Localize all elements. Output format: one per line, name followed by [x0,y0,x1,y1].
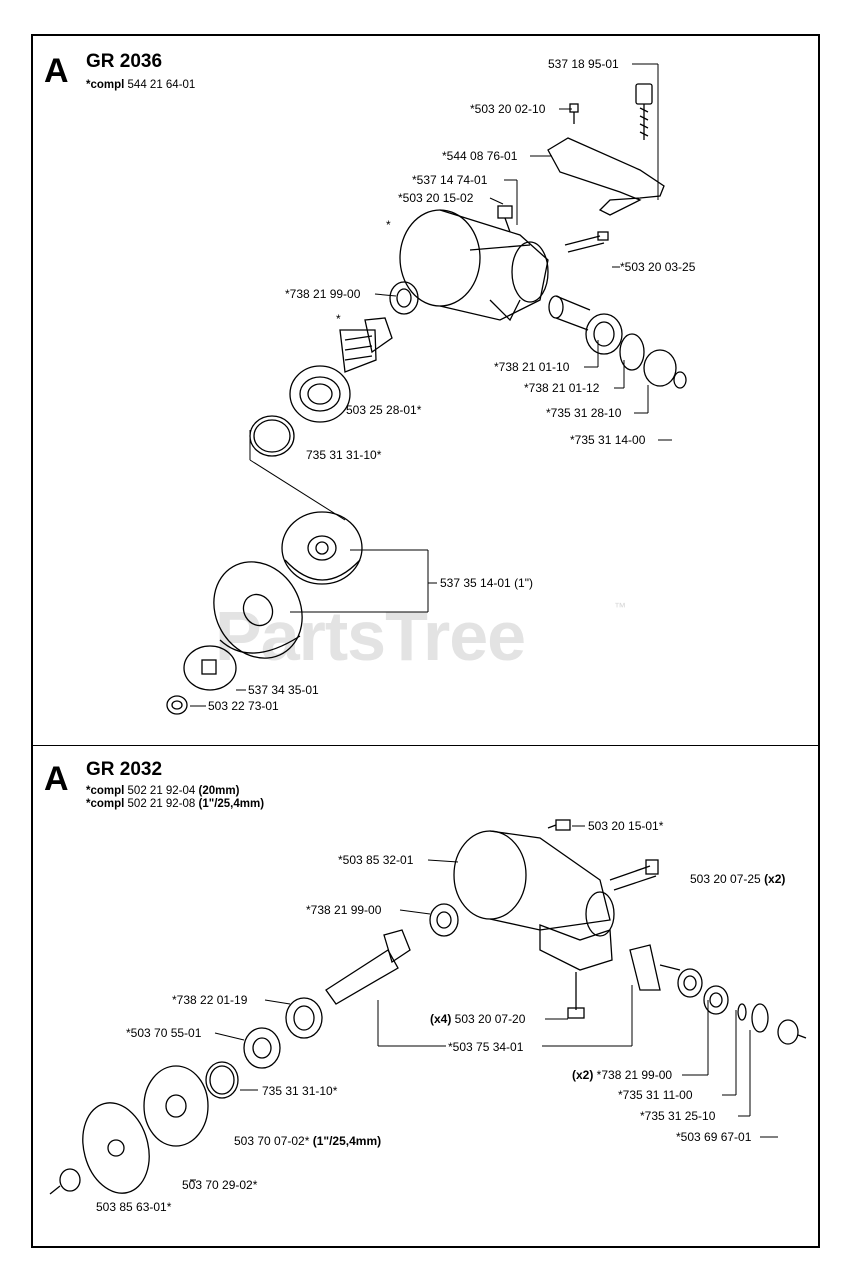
leader-lines-b [214,825,778,1138]
section-b-compl-2: *compl 502 21 92-08 (1"/25,4mm) [86,797,264,811]
part-label: 503 22 73-01 [208,699,279,713]
part-number: 503 20 07-20 [451,1012,526,1026]
compl-size: (20mm) [198,785,240,797]
nut-503-22-73 [166,695,188,715]
part-label: *738 21 01-12 [524,381,600,395]
part-label: *738 21 01-10 [494,360,570,374]
part-label: (x4) 503 20 07-20 [430,1012,525,1026]
compl-prefix: *compl [86,785,125,797]
compl-prefix: *compl [86,798,125,810]
ring-735-31-31-b [205,1061,239,1099]
gear-housing-a [399,209,549,322]
part-label: 503 20 07-25 (x2) [690,872,785,886]
bolt-537-18-95 [635,83,653,140]
part-label: *735 31 11-00 [618,1088,693,1102]
bearing-738-21-99-b2 [677,968,703,998]
watermark: PartsTree [215,597,526,675]
compl-number: 502 21 92-08 [124,798,199,810]
part-label: 537 18 95-01 [548,57,619,71]
part-size: (1"/25,4mm) [312,1134,382,1148]
screws-503-20-03 [564,231,609,253]
part-qty: (x4) [430,1012,452,1026]
disc-537-35-14 [213,561,303,659]
compl-prefix: *compl [86,79,125,91]
part-label: * [386,218,391,232]
part-label: 735 31 31-10* [306,448,382,462]
compl-size: (1"/25,4mm) [198,798,265,810]
section-b-letter: A [44,760,69,798]
part-qty: (x2) [572,1068,594,1082]
ring-735-31-31-a [249,415,295,457]
section-a-letter: A [44,52,69,90]
part-label: *503 20 03-25 [620,260,696,274]
part-number: *738 21 99-00 [593,1068,673,1082]
compl-number: 544 21 64-01 [124,79,196,91]
part-label: *738 21 99-00 [285,287,361,301]
part-label: *503 85 32-01 [338,853,414,867]
disc-503-70-29 [82,1102,150,1194]
section-b-model: GR 2032 [86,759,163,780]
leader-lines-a [249,63,672,613]
part-qty: (x2) [764,872,786,886]
part-label: *503 20 15-02 [398,191,474,205]
bearing-503-25-28 [289,365,351,423]
diagram-frame [31,34,820,1248]
part-label: *537 14 74-01 [412,173,488,187]
part-label: *503 75 34-01 [448,1040,524,1054]
shaft-738-21-01 [548,295,687,389]
clamp-544-08-76 [547,137,665,216]
flange-537-35-14-top [281,511,363,585]
screw-503-20-15-01 [547,819,571,831]
nut-503-85-63 [49,1168,81,1195]
part-label: 503 70 07-02* (1"/25,4mm) [234,1134,381,1148]
part-label: *738 21 99-00 [306,903,382,917]
section-b-compl-1: *compl 502 21 92-04 (20mm) [86,784,239,798]
part-number: 503 70 07-02* [234,1134,313,1148]
gear-housing-b [453,830,615,971]
part-label: *735 31 14-00 [570,433,646,447]
part-label: 503 70 29-02* [182,1178,258,1192]
bearing-738-21-99-b1 [429,903,459,937]
part-label: 503 25 28-01* [346,403,422,417]
part-label: 503 85 63-01* [96,1200,172,1214]
part-label: 503 20 15-01* [588,819,664,833]
rings-right-b [703,985,807,1045]
screw-503-20-07-20 [567,972,585,1019]
flange-503-70-07 [143,1065,209,1147]
part-label: *503 70 55-01 [126,1026,202,1040]
washer-503-70-55 [243,1027,281,1069]
part-number: 503 20 07-25 [690,872,765,886]
section-a-model: GR 2036 [86,51,163,72]
watermark-trademark: ™ [614,600,626,614]
part-label: * [336,312,341,326]
screws-503-20-07-25 [609,859,659,891]
part-label: *738 22 01-19 [172,993,248,1007]
part-label: (x2) *738 21 99-00 [572,1068,672,1082]
flange-537-34-35 [183,645,237,691]
part-label: *503 20 02-10 [470,102,546,116]
section-divider [31,745,820,746]
part-label: *735 31 28-10 [546,406,622,420]
bearing-738-22-01-19 [285,997,323,1039]
bevel-gear-a [339,317,393,373]
screw-503-20-02 [569,103,579,124]
part-label: *544 08 76-01 [442,149,518,163]
part-label: 735 31 31-10* [262,1084,338,1098]
gear-shaft-b [325,929,411,1005]
section-a-compl: *compl 544 21 64-01 [86,78,195,92]
part-label: 537 35 14-01 (1") [440,576,533,590]
bearing-738-21-99-a [389,281,419,315]
compl-number: 502 21 92-04 [124,785,199,797]
part-label: *503 69 67-01 [676,1130,752,1144]
bevel-gear-b [629,944,681,991]
nut-537-14-74 [497,205,513,233]
part-label: *735 31 25-10 [640,1109,716,1123]
part-label: 537 34 35-01 [248,683,319,697]
